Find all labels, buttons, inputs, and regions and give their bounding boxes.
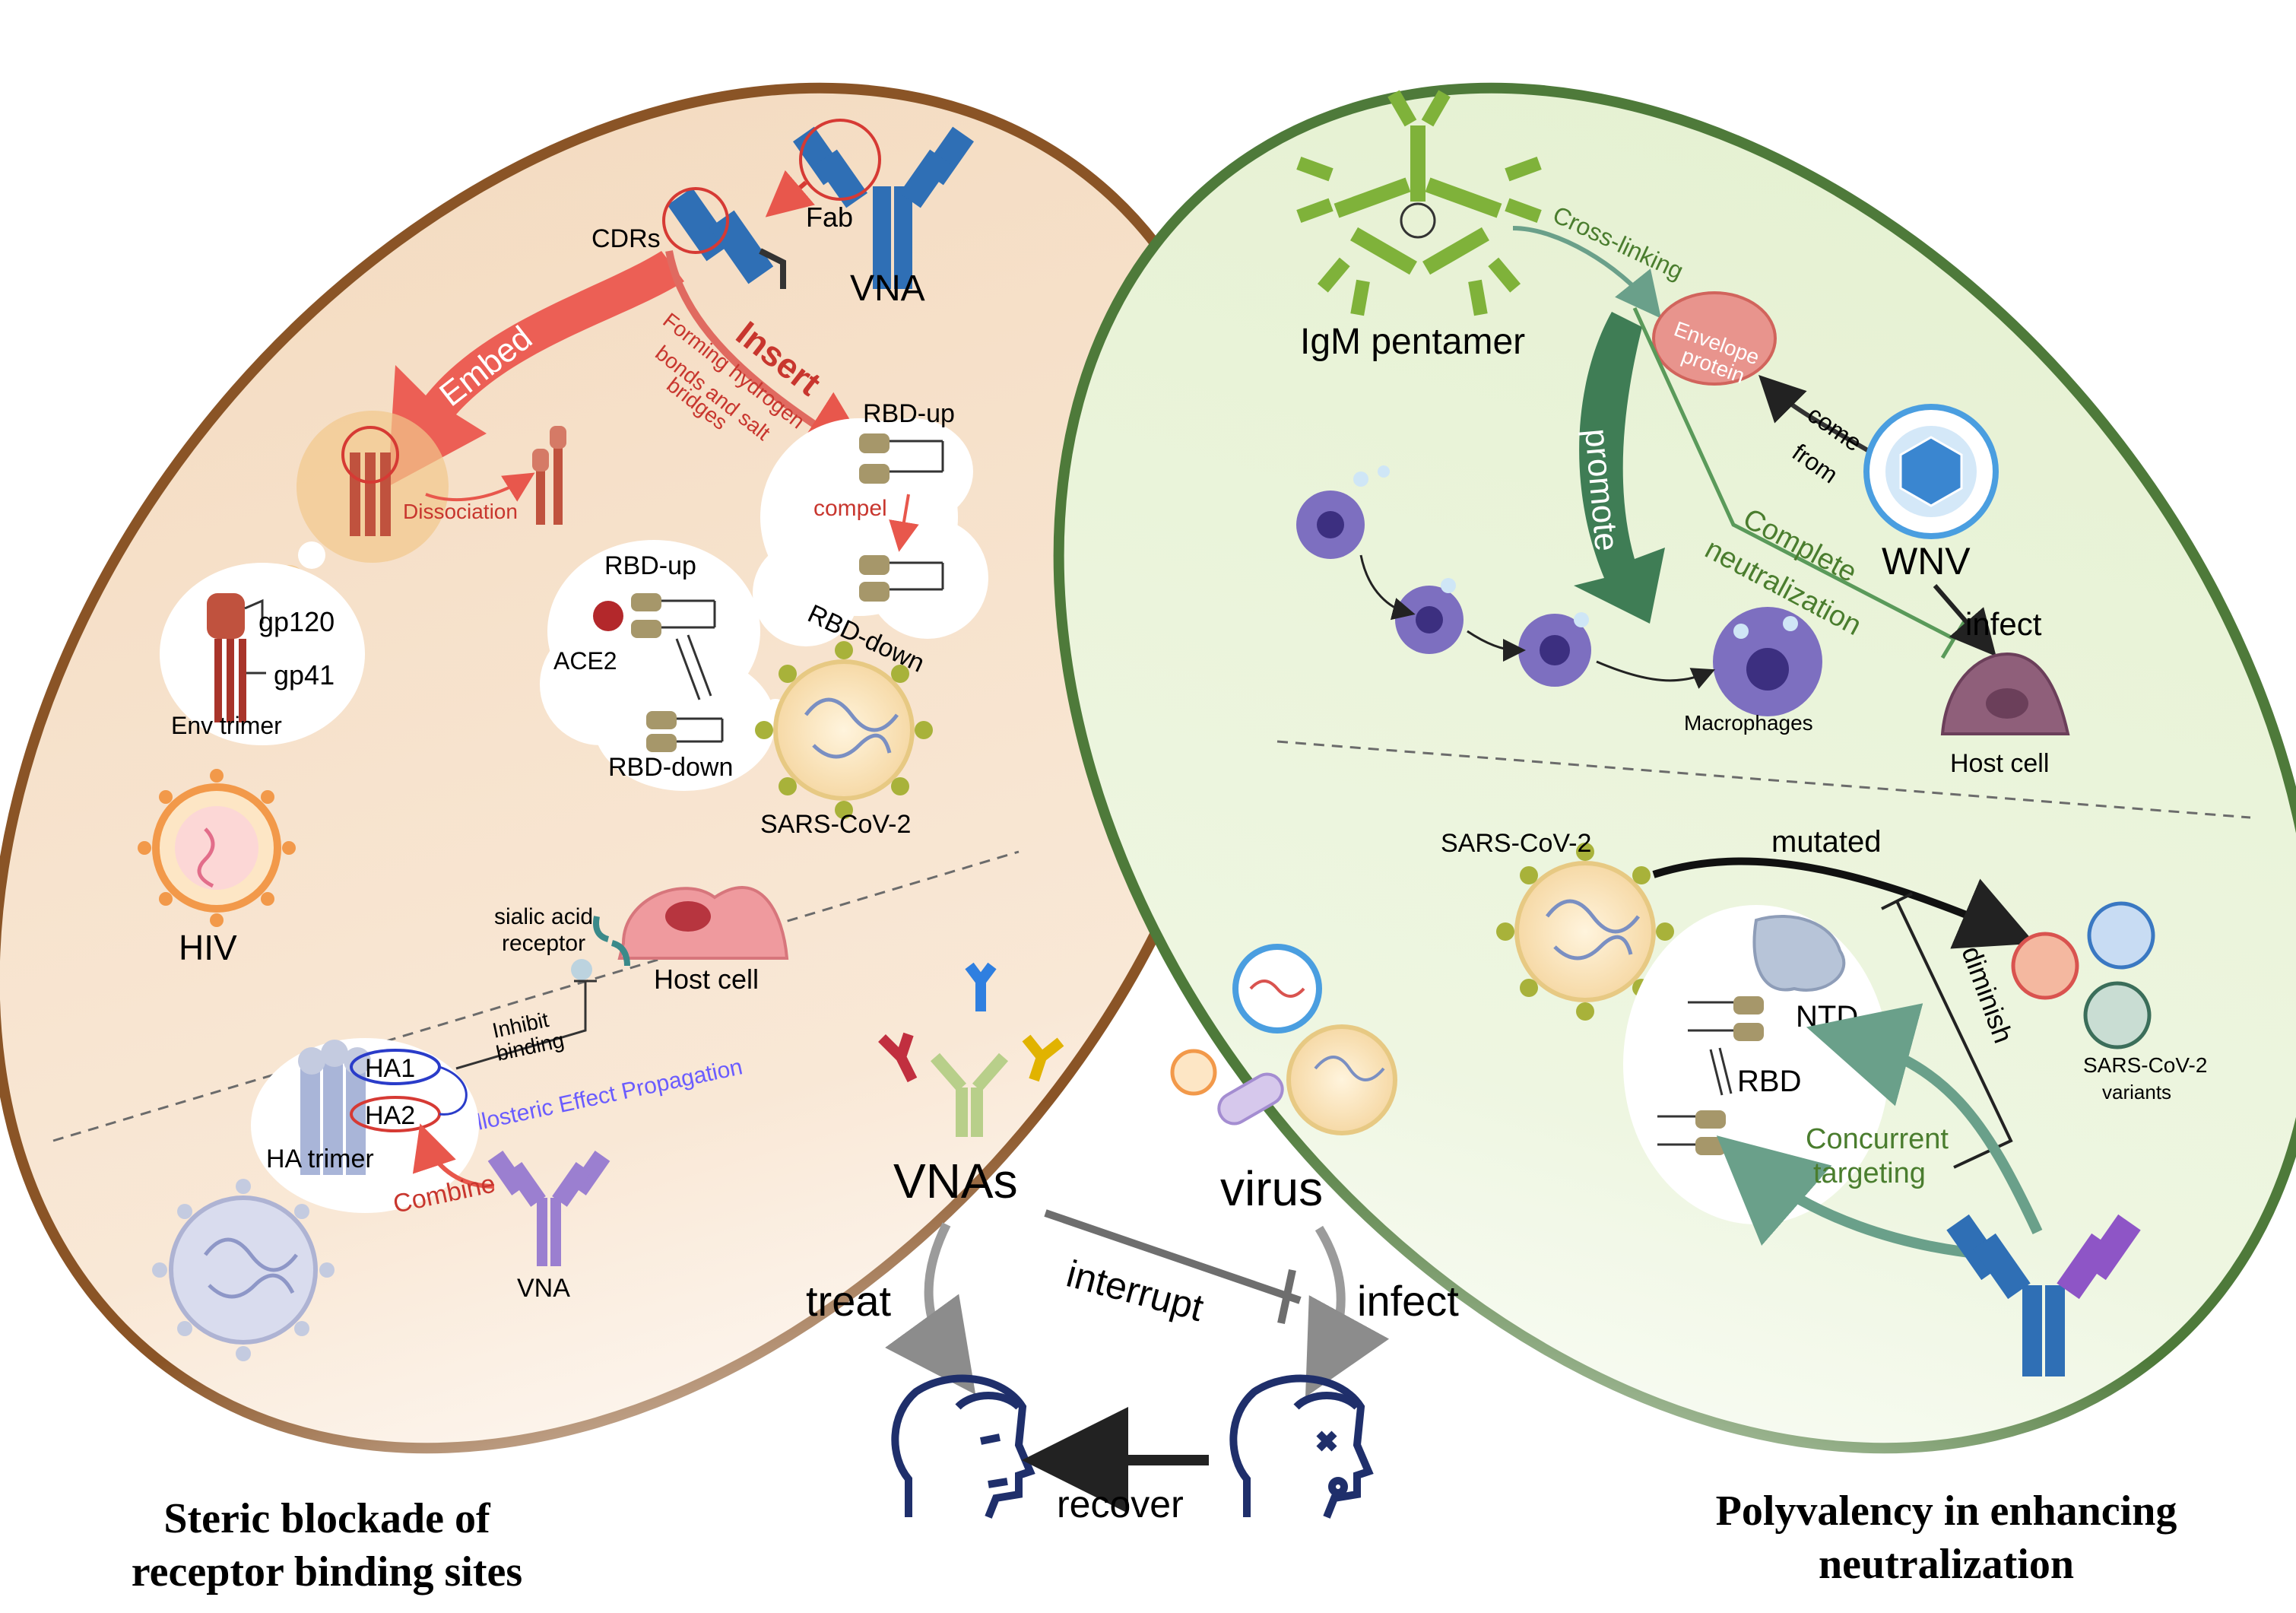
interrupt-line [1044, 1209, 1302, 1325]
infected-face-icon [1229, 1374, 1374, 1519]
macro-arrow-1 [1359, 554, 1416, 621]
dissociation-label: Dissociation [403, 500, 518, 523]
macrophages-label: Macrophages [1684, 711, 1813, 735]
embed-arrow [388, 251, 684, 487]
ha-trimer-label: HA trimer [266, 1145, 374, 1173]
infect-label-center: infect [1357, 1277, 1459, 1325]
gp41-label: gp41 [274, 659, 335, 691]
vna-purple-icon [487, 1150, 610, 1266]
env-trimer-icon [207, 593, 266, 722]
wnv-virus-icon [1863, 404, 1999, 539]
concurrent-line2: targeting [1813, 1157, 1926, 1189]
macro-arrow-3 [1596, 660, 1716, 689]
recovered-face-icon [891, 1374, 1035, 1519]
diminish-line [1881, 892, 2013, 1169]
compel-label: compel [813, 496, 887, 521]
left-panel: Fab VNA CDRs Embed Insert Forming hydrog… [0, 82, 1258, 1596]
wnv-infect-arrow [1933, 584, 1996, 657]
hiv-virus-icon [138, 769, 296, 927]
fab-arrow [765, 170, 815, 218]
concurrent-line1: Concurrent [1806, 1123, 1949, 1155]
macro-arrow-2 [1467, 630, 1526, 662]
ntd-icon [1752, 915, 1846, 992]
rbd-cloud-top [753, 418, 988, 646]
treat-label: treat [806, 1277, 891, 1325]
wnv-label: WNV [1882, 540, 1971, 583]
left-divider [52, 850, 1020, 1142]
infect-label-right: infect [1965, 606, 2042, 642]
ha-trimer-icon [298, 1040, 468, 1175]
rbd-up-label: RBD-up [863, 399, 955, 428]
inhibit-line [455, 980, 597, 1070]
host-cell-left-icon [571, 886, 789, 980]
vna-label-2: VNA [517, 1274, 570, 1303]
fab-fragment-icon [662, 187, 786, 289]
dissociation-arrow [425, 472, 535, 502]
rbd-up-label-2: RBD-up [604, 551, 696, 580]
combine-arrow [412, 1123, 495, 1189]
right-caption-line2: neutralization [1819, 1541, 2074, 1588]
igm-label: IgM pentamer [1300, 322, 1525, 362]
influenza-virus-icon [152, 1179, 335, 1361]
variants-line2: variants [2102, 1081, 2171, 1103]
concurrent-arrow-1 [1806, 1003, 2043, 1234]
host-cell-right-label: Host cell [1950, 749, 2049, 778]
sars-cov-2-right-icon [1496, 843, 1674, 1021]
sialic-line2: receptor [502, 931, 585, 956]
igm-pentamer-icon [1296, 90, 1542, 316]
left-caption-line2: receptor binding sites [132, 1548, 522, 1596]
ace2-label: ACE2 [553, 647, 617, 675]
rbd-icons-right [1657, 996, 1764, 1155]
right-divider [1276, 740, 2251, 819]
fab-label: Fab [806, 202, 853, 233]
treat-arrow [885, 1222, 976, 1395]
right-caption-line1: Polyvalency in enhancing [1716, 1488, 2177, 1535]
left-caption-line1: Steric blockade of [163, 1495, 491, 1542]
sars-label-right: SARS-CoV-2 [1441, 829, 1591, 858]
ntd-label: NTD [1796, 1000, 1858, 1034]
virus-label: virus [1220, 1161, 1323, 1216]
host-cell-left-label: Host cell [654, 964, 759, 995]
rbd-down-label-2: RBD-down [608, 753, 733, 782]
mutated-arrow [1652, 857, 2035, 949]
variants-line1: SARS-CoV-2 [2083, 1053, 2207, 1077]
hiv-label: HIV [179, 928, 237, 967]
rbd-label-right: RBD [1737, 1065, 1801, 1098]
vnas-label: VNAs [893, 1154, 1018, 1208]
sars-cov-2-virus-icon [755, 641, 933, 819]
envelope-protein-icon [1652, 291, 1777, 386]
bubble-dot-1 [298, 541, 325, 569]
cdrs-label: CDRs [591, 224, 661, 253]
mutated-label: mutated [1771, 825, 1882, 859]
promote-arrow [1574, 312, 1665, 624]
ha2-label: HA2 [365, 1101, 415, 1130]
sars-label-left: SARS-CoV-2 [760, 810, 911, 839]
vna-label: VNA [850, 268, 925, 309]
variants-icons [2011, 901, 2155, 1049]
insert-arrow [665, 250, 877, 465]
ha1-label: HA1 [365, 1054, 415, 1083]
env-trimer-bound-icon [341, 426, 399, 536]
concurrent-arrow-2 [1716, 1135, 1993, 1260]
vnas-antibody-group-icon [878, 962, 1064, 1137]
rbd-cloud-lower [540, 540, 811, 791]
gp120-label: gp120 [258, 606, 335, 637]
recover-label: recover [1057, 1483, 1184, 1526]
host-cell-right-icon [1940, 652, 2070, 735]
bispecific-antibody-icon [1946, 1214, 2141, 1376]
sialic-line1: sialic acid [494, 904, 593, 929]
dissociated-gp-icon [532, 426, 566, 525]
crosslinking-arrow [1512, 226, 1662, 319]
env-trimer-label: Env trimer [171, 712, 282, 739]
come-from-arrow [1758, 375, 1879, 459]
virus-group-icon [1170, 944, 1397, 1135]
infect-arrow-center [1305, 1225, 1390, 1398]
vna-antibody-icon [792, 119, 975, 289]
